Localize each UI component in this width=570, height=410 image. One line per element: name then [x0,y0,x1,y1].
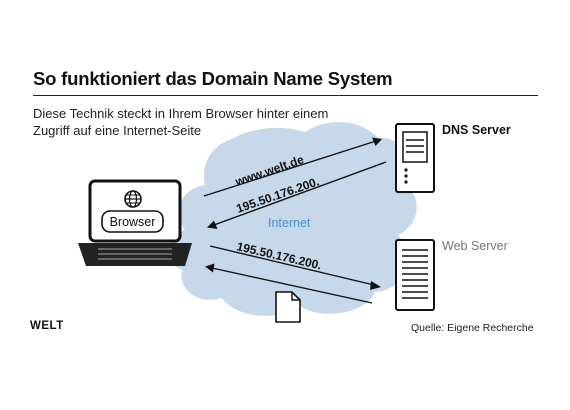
globe-icon [124,190,142,208]
diagram-title: So funktioniert das Domain Name System [33,68,393,89]
arrow-ip-response [207,161,387,229]
arrow-page-delivery [205,263,373,304]
internet-cloud [168,122,417,316]
document-icon [275,291,301,323]
internet-label: Internet [268,216,311,230]
diagram-subtitle: Diese Technik steckt in Ihrem Browser hi… [33,105,328,139]
browser-label: Browser [110,215,156,229]
welt-logo: WELT [30,320,64,332]
web-server-icon [395,239,435,311]
arrow-web-request [209,245,381,290]
title-divider [33,95,538,96]
arrow-domain-request [203,137,382,197]
web-server-label: Web Server [442,239,508,253]
dns-server-icon [395,123,435,193]
subtitle-line-2: Zugriff auf eine Internet-Seite [33,123,202,138]
dns-server-label: DNS Server [442,123,511,137]
source-note: Quelle: Eigene Recherche [411,322,534,334]
subtitle-line-1: Diese Technik steckt in Ihrem Browser hi… [33,106,329,121]
browser-label-box [101,210,164,233]
